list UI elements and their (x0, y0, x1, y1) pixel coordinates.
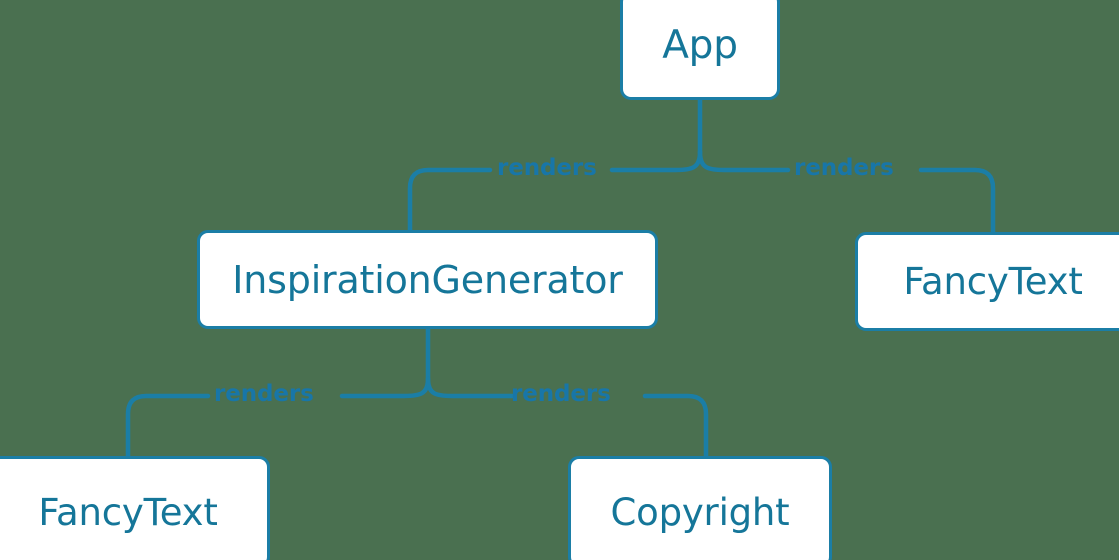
edge-label-inspiration-copyright: renders (511, 381, 611, 407)
node-inspiration-generator-label: InspirationGenerator (232, 257, 623, 302)
node-fancytext-bottom[interactable]: FancyText (0, 456, 270, 560)
node-app[interactable]: App (620, 0, 780, 100)
edge-app-split-left (609, 149, 703, 173)
node-inspiration-generator[interactable]: InspirationGenerator (197, 230, 658, 329)
node-fancytext-right-label: FancyText (903, 260, 1083, 303)
edge-label-inspiration-fancytext: renders (214, 381, 314, 407)
edge-inspiration-fancytext (125, 393, 211, 459)
edge-label-app-inspiration: renders (497, 155, 597, 181)
edge-label-app-fancytext: renders (794, 155, 894, 181)
edge-app-inspiration (407, 167, 493, 233)
edge-app-split-right (697, 149, 791, 173)
node-fancytext-bottom-label: FancyText (38, 490, 218, 534)
node-app-label: App (662, 23, 738, 68)
edge-inspiration-split-right (425, 376, 517, 399)
node-fancytext-right[interactable]: FancyText (855, 232, 1119, 331)
edge-app-fancytext (918, 167, 996, 235)
node-copyright[interactable]: Copyright (568, 456, 832, 560)
node-copyright-label: Copyright (610, 490, 790, 534)
edge-inspiration-copyright (642, 393, 709, 459)
edge-inspiration-split-left (339, 376, 431, 399)
